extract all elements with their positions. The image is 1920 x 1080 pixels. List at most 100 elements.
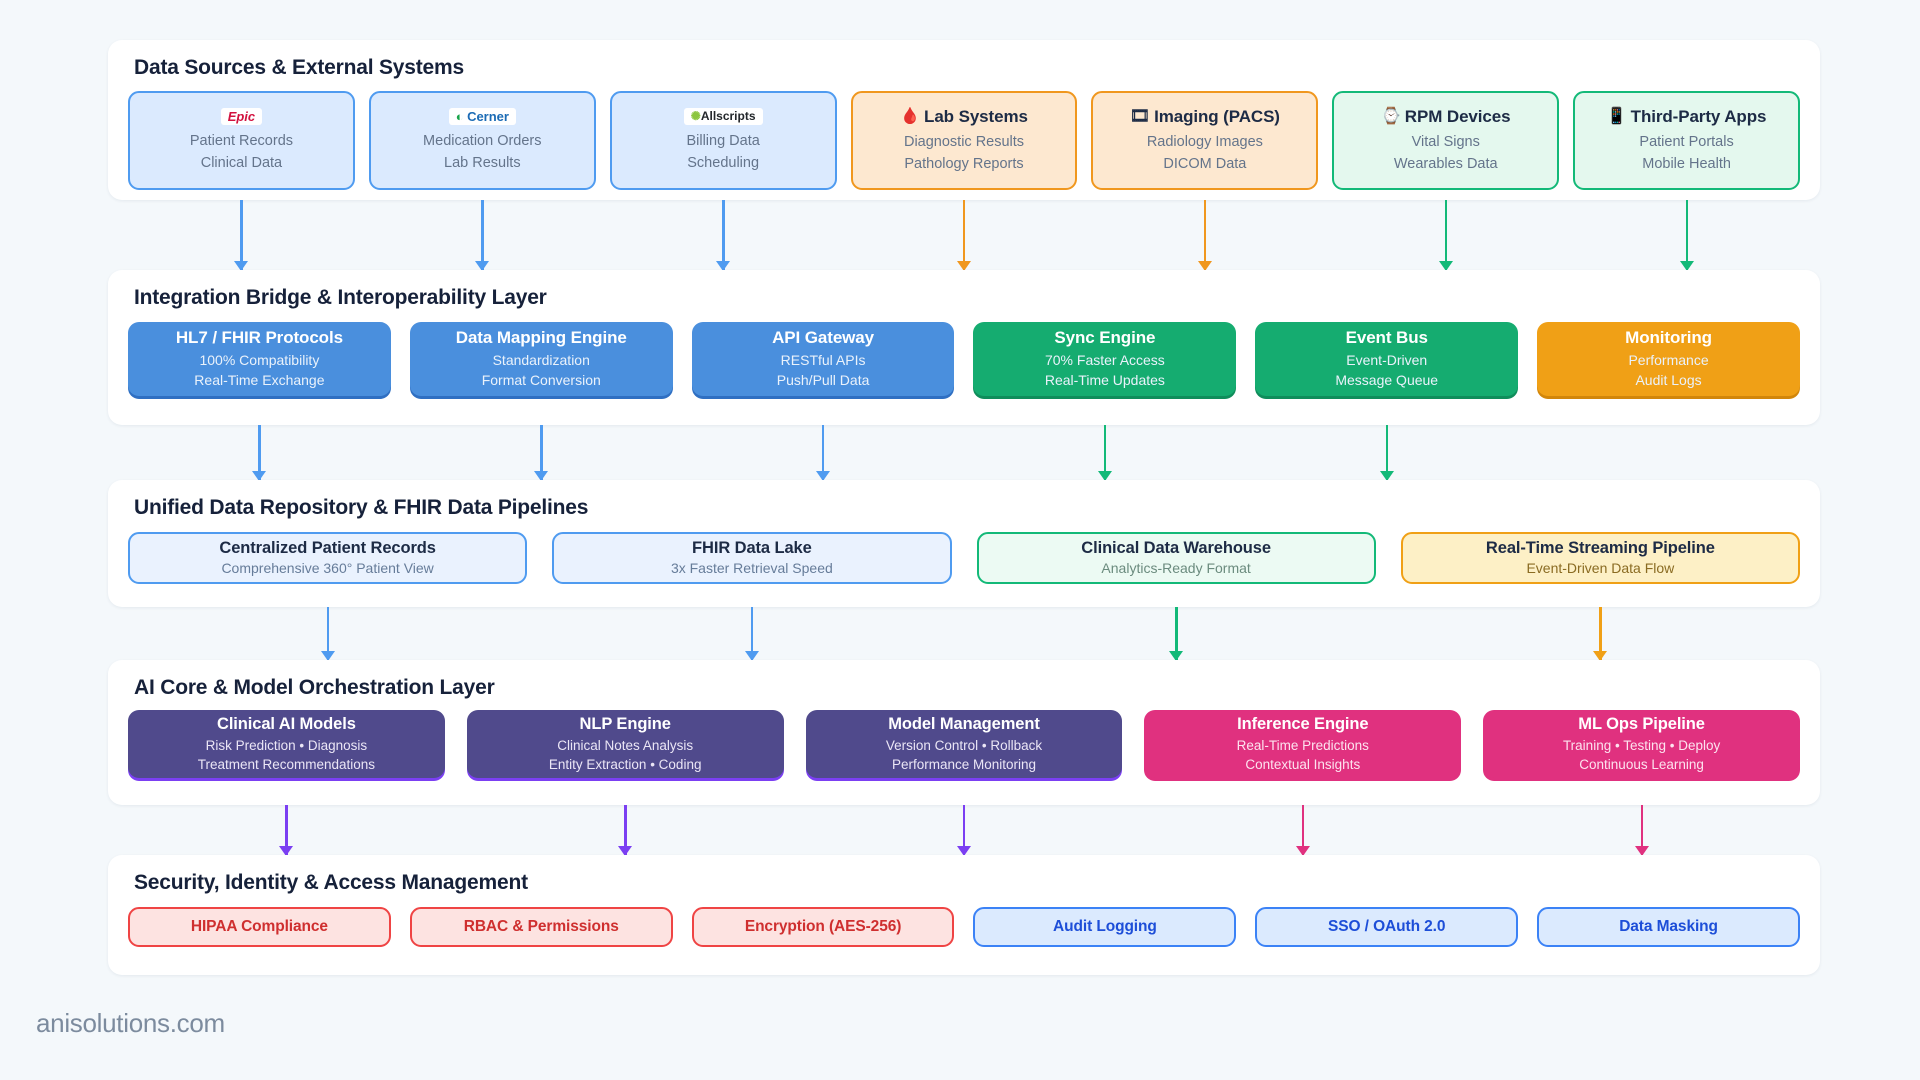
epic-logo: Epic xyxy=(220,108,263,125)
connector-arrow xyxy=(716,200,731,271)
card-title: SSO / OAuth 2.0 xyxy=(1328,918,1446,935)
card-subtitle-1: RESTful APIs xyxy=(780,352,866,368)
connector-arrow xyxy=(234,200,249,271)
card-subtitle-2: Wearables Data xyxy=(1393,156,1498,172)
card-title: Data Mapping Engine xyxy=(455,328,627,347)
connector-arrow xyxy=(618,805,633,856)
card-real-time-streaming-pipeline[interactable]: Real-Time Streaming Pipeline Event-Drive… xyxy=(1400,532,1800,584)
allscripts-logo: ✺Allscripts xyxy=(683,108,763,125)
connector-arrow xyxy=(1379,425,1394,481)
layer-title-unified-data-repository: Unified Data Repository & FHIR Data Pipe… xyxy=(134,496,589,519)
card-subtitle-2: Audit Logs xyxy=(1635,372,1702,388)
card-data-mapping-engine[interactable]: Data Mapping Engine Standardization Form… xyxy=(409,322,673,396)
card-subtitle-1: Medication Orders xyxy=(423,133,542,149)
card-subtitle-1: Real-Time Predictions xyxy=(1236,737,1369,753)
card-audit-logging[interactable]: Audit Logging xyxy=(973,907,1237,947)
card-epic[interactable]: Epic Patient Records Clinical Data xyxy=(128,91,355,190)
card-title: Audit Logging xyxy=(1053,918,1157,935)
card-clinical-data-warehouse[interactable]: Clinical Data Warehouse Analytics-Ready … xyxy=(976,532,1376,584)
card-clinical-ai-models[interactable]: Clinical AI Models Risk Prediction • Dia… xyxy=(128,710,445,778)
card-cerner[interactable]: ◐ Cerner Medication Orders Lab Results xyxy=(368,91,596,190)
card-title: RPM Devices xyxy=(1404,107,1511,126)
card-hipaa-compliance[interactable]: HIPAA Compliance xyxy=(128,907,391,947)
card-fhir-data-lake[interactable]: FHIR Data Lake 3x Faster Retrieval Speed xyxy=(552,532,952,584)
connector-arrow xyxy=(1097,425,1112,481)
card-subtitle-2: Performance Monitoring xyxy=(891,756,1037,772)
connector-arrow xyxy=(744,607,759,661)
card-title: Third-Party Apps xyxy=(1630,107,1767,126)
card-monitoring[interactable]: Monitoring Performance Audit Logs xyxy=(1537,322,1800,396)
layer-title-ai-core: AI Core & Model Orchestration Layer xyxy=(134,676,495,699)
card-imaging-pacs[interactable]: 🎞 Imaging (PACS) Radiology Images DICOM … xyxy=(1091,91,1319,190)
card-subtitle-2: Real-Time Updates xyxy=(1044,372,1165,388)
connector-arrow xyxy=(1634,805,1649,856)
connector-arrow xyxy=(475,200,490,271)
card-rbac-permissions[interactable]: RBAC & Permissions xyxy=(409,907,673,947)
card-subtitle-1: Risk Prediction • Diagnosis xyxy=(205,737,368,753)
card-subtitle-2: Mobile Health xyxy=(1642,156,1731,172)
card-title: Clinical AI Models xyxy=(217,714,356,733)
card-subtitle-1: Radiology Images xyxy=(1146,134,1263,150)
connector-arrow xyxy=(1295,805,1310,856)
card-subtitle-1: Version Control • Rollback xyxy=(885,737,1043,753)
card-nlp-engine[interactable]: NLP Engine Clinical Notes Analysis Entit… xyxy=(466,710,784,778)
card-third-party-apps[interactable]: 📱 Third-Party Apps Patient Portals Mobil… xyxy=(1573,91,1801,190)
connector-arrow xyxy=(320,607,335,661)
connector-arrow xyxy=(1438,200,1453,271)
xray-scan-icon: 🎞 xyxy=(1129,108,1151,125)
card-inference-engine[interactable]: Inference Engine Real-Time Predictions C… xyxy=(1144,710,1462,778)
layer-unified-data-repository: Unified Data Repository & FHIR Data Pipe… xyxy=(108,480,1820,607)
layer-title-integration-bridge: Integration Bridge & Interoperability La… xyxy=(134,286,547,309)
connector-arrow xyxy=(957,200,971,271)
card-subtitle-1: Diagnostic Results xyxy=(903,134,1025,150)
card-title: Imaging (PACS) xyxy=(1154,107,1280,126)
connector-arrow xyxy=(279,805,294,856)
card-subtitle-1: 100% Compatibility xyxy=(199,352,320,368)
card-allscripts[interactable]: ✺Allscripts Billing Data Scheduling xyxy=(609,91,837,190)
card-subtitle-1: Performance xyxy=(1628,352,1709,368)
card-title: Centralized Patient Records xyxy=(219,538,436,557)
card-ml-ops-pipeline[interactable]: ML Ops Pipeline Training • Testing • Dep… xyxy=(1483,710,1800,778)
card-subtitle-2: Entity Extraction • Coding xyxy=(548,756,702,772)
card-hl7-fhir-protocols[interactable]: HL7 / FHIR Protocols 100% Compatibility … xyxy=(128,322,391,396)
layer-ai-core: AI Core & Model Orchestration Layer Clin… xyxy=(108,660,1820,805)
card-rpm-devices[interactable]: ⌚ RPM Devices Vital Signs Wearables Data xyxy=(1332,91,1560,190)
card-subtitle-2: Real-Time Exchange xyxy=(194,372,325,388)
card-subtitle-1: Comprehensive 360° Patient View xyxy=(221,559,434,576)
connector-arrow xyxy=(534,425,549,481)
card-subtitle-2: DICOM Data xyxy=(1163,156,1247,172)
card-subtitle-1: 3x Faster Retrieval Speed xyxy=(670,559,833,576)
layer-title-security: Security, Identity & Access Management xyxy=(134,871,528,894)
card-subtitle-2: Format Conversion xyxy=(481,372,601,388)
card-subtitle-2: Push/Pull Data xyxy=(776,372,870,388)
card-title: Real-Time Streaming Pipeline xyxy=(1485,538,1715,557)
card-title: Data Masking xyxy=(1619,918,1718,935)
card-subtitle-1: Event-Driven Data Flow xyxy=(1526,559,1675,576)
card-model-management[interactable]: Model Management Version Control • Rollb… xyxy=(805,710,1123,778)
card-title: Lab Systems xyxy=(924,107,1028,126)
card-title: Inference Engine xyxy=(1237,714,1369,733)
card-subtitle-1: Training • Testing • Deploy xyxy=(1562,737,1721,753)
card-lab-systems[interactable]: 🩸 Lab Systems Diagnostic Results Patholo… xyxy=(850,91,1078,190)
layer-title-data-sources: Data Sources & External Systems xyxy=(134,56,464,79)
card-subtitle-1: Analytics-Ready Format xyxy=(1101,559,1251,576)
card-encryption-aes256[interactable]: Encryption (AES-256) xyxy=(691,907,955,947)
card-title: ML Ops Pipeline xyxy=(1578,714,1705,733)
connector-arrow xyxy=(816,425,831,481)
card-subtitle-2: Treatment Recommendations xyxy=(197,756,376,772)
card-centralized-patient-records[interactable]: Centralized Patient Records Comprehensiv… xyxy=(128,532,528,584)
card-subtitle-1: Clinical Notes Analysis xyxy=(557,737,694,753)
card-title: Monitoring xyxy=(1625,328,1712,347)
card-subtitle-2: Scheduling xyxy=(687,155,760,171)
card-title: Sync Engine xyxy=(1054,328,1156,347)
card-api-gateway[interactable]: API Gateway RESTful APIs Push/Pull Data xyxy=(691,322,955,396)
card-sync-engine[interactable]: Sync Engine 70% Faster Access Real-Time … xyxy=(973,322,1237,396)
card-title: Encryption (AES-256) xyxy=(744,918,902,935)
card-sso-oauth[interactable]: SSO / OAuth 2.0 xyxy=(1255,907,1519,947)
card-subtitle-2: Contextual Insights xyxy=(1245,756,1361,772)
card-title: NLP Engine xyxy=(579,714,671,733)
card-event-bus[interactable]: Event Bus Event-Driven Message Queue xyxy=(1255,322,1519,396)
card-data-masking[interactable]: Data Masking xyxy=(1537,907,1800,947)
cerner-logo: ◐ Cerner xyxy=(448,108,516,125)
